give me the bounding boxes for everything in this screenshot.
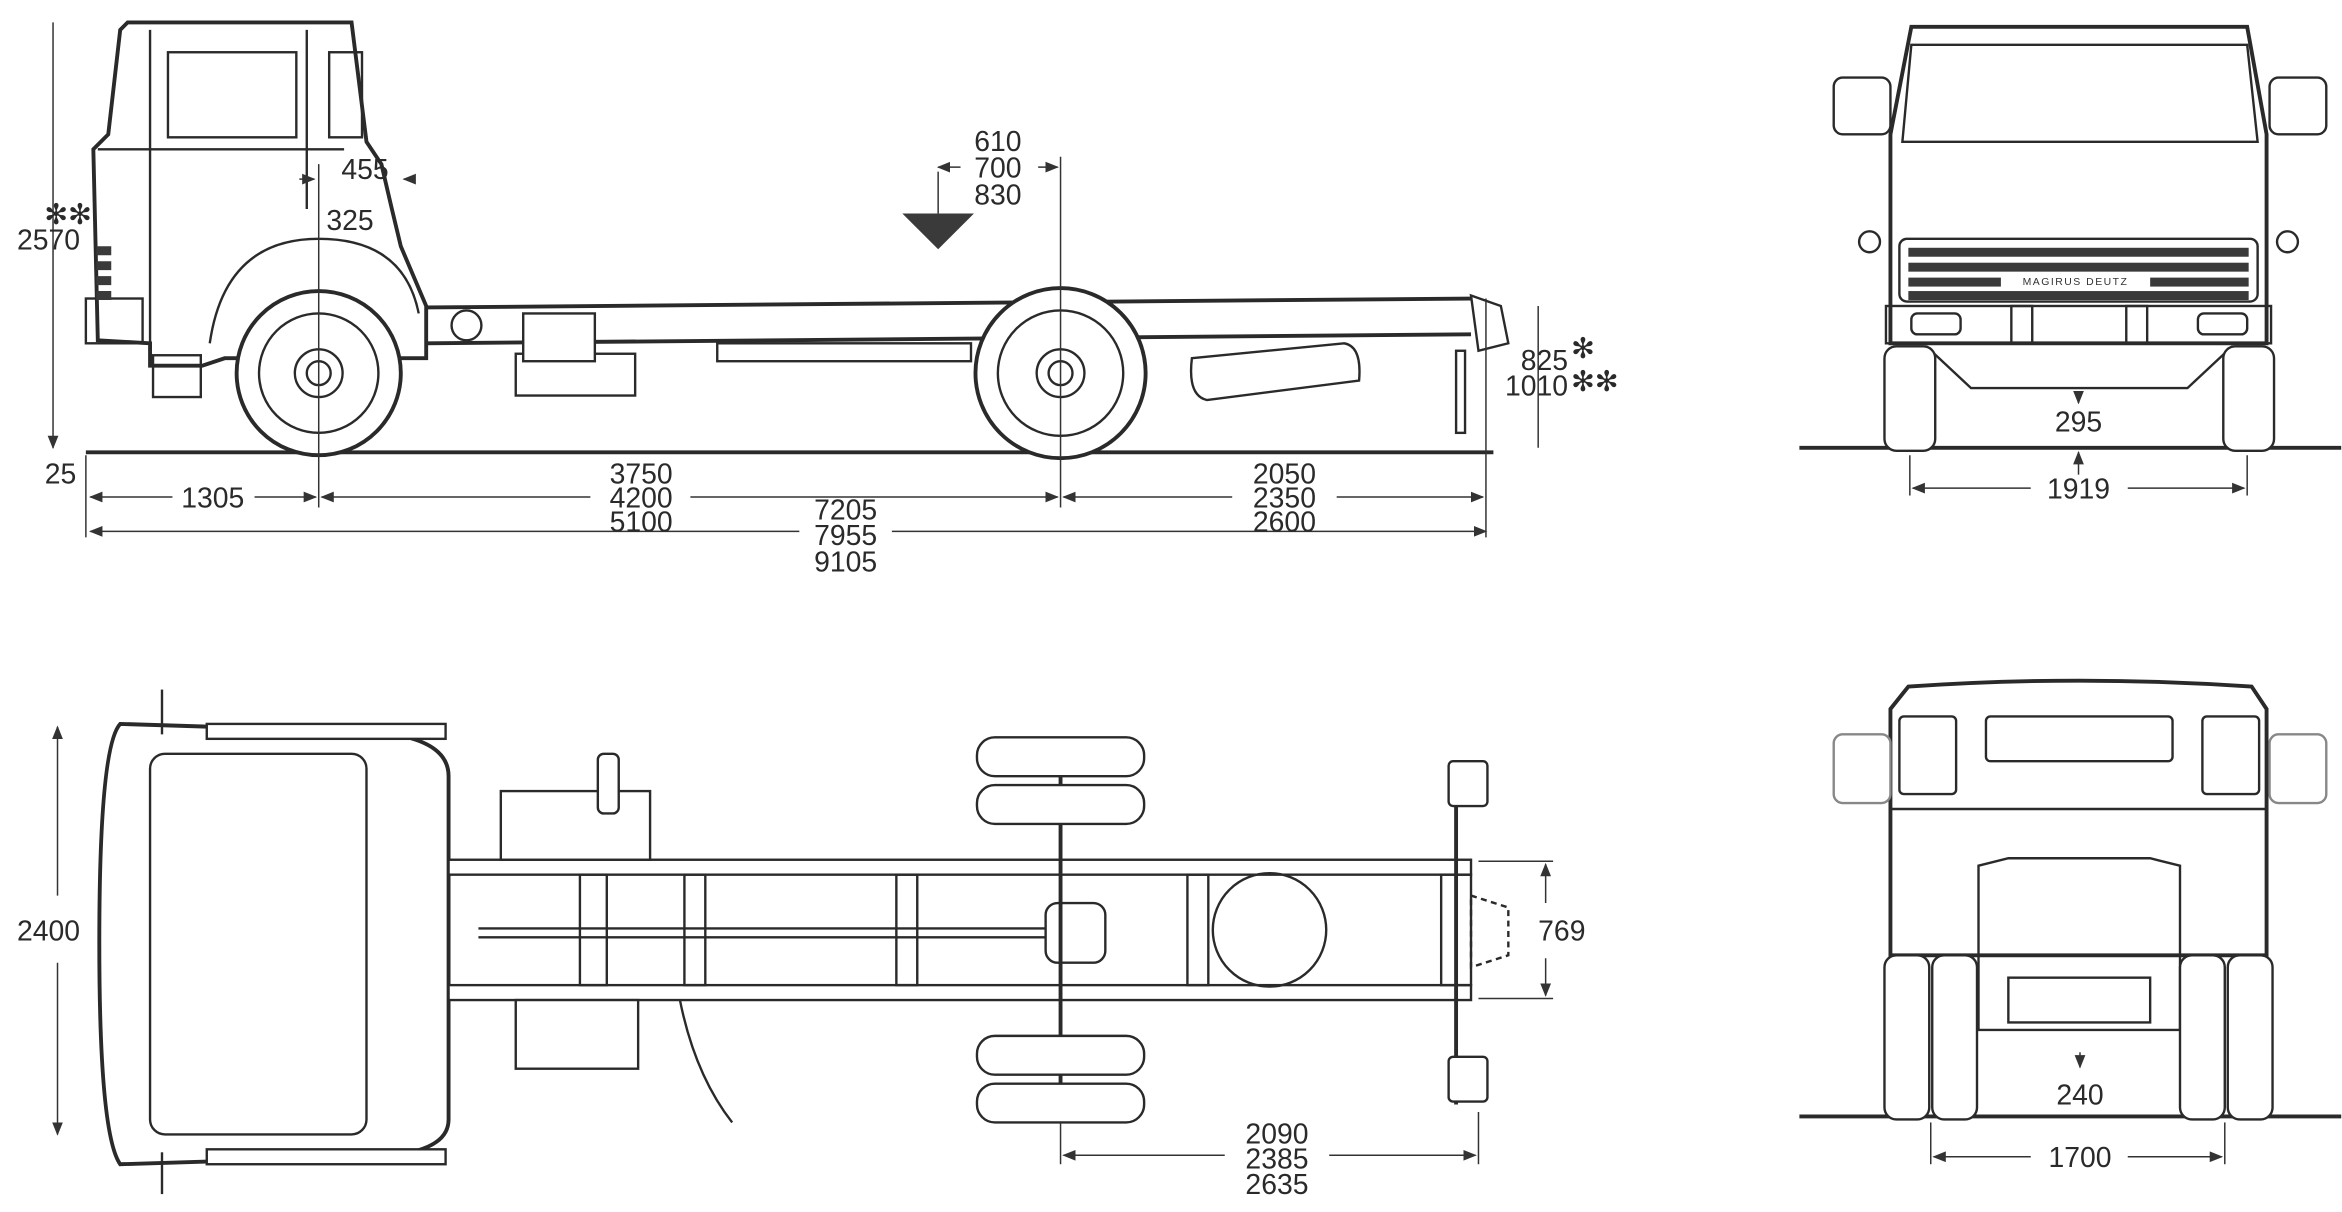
dim-cab-lower: 325	[326, 205, 373, 237]
dim-front-ground-clearance: 295	[2055, 406, 2102, 438]
cab-side	[84, 20, 429, 399]
dim-rear-overhang-1: 2050	[1253, 459, 1316, 491]
frame-height-marker-2: ✻✻	[1571, 366, 1619, 398]
dim-rear-2: 2385	[1245, 1144, 1308, 1176]
dim-ground-offset: 25	[45, 459, 77, 491]
grille: MAGIRUS DEUTZ	[1908, 247, 2249, 301]
dim-height-total: 2570	[17, 224, 80, 256]
dim-wheelbase-2: 4200	[610, 482, 673, 514]
dim-rear-overhang-2: 2350	[1253, 482, 1316, 514]
brand-logo: MAGIRUS DEUTZ	[2023, 277, 2129, 288]
dim-wheelbase-3: 5100	[610, 506, 673, 538]
dim-frame-height-1: 825	[1521, 345, 1568, 377]
dim-overall-length-2: 7955	[814, 520, 877, 552]
dim-overall-length-1: 7205	[814, 494, 877, 526]
dim-rear-3: 2635	[1245, 1169, 1308, 1201]
frame-side	[426, 293, 1510, 435]
side-view: ✻✻ 2570 25 455 325 610 700 830 1305 3750…	[17, 20, 1619, 579]
dim-overall-width: 2400	[17, 915, 80, 947]
frame-top	[447, 752, 1510, 1124]
dim-rear-1: 2090	[1245, 1118, 1308, 1150]
dim-load-offset-3: 830	[974, 179, 1021, 211]
dim-load-offset-1: 610	[974, 126, 1021, 158]
front-view: MAGIRUS DEUTZ 295 1919	[1799, 24, 2342, 506]
dim-wheelbase-1: 3750	[610, 459, 673, 491]
dim-frame-width: 769	[1538, 915, 1585, 947]
dim-front-track: 1919	[2047, 474, 2110, 506]
dim-load-offset-2: 700	[974, 153, 1021, 185]
dim-cab-upper: 455	[341, 154, 388, 186]
dim-rear-ground-clearance: 240	[2056, 1080, 2103, 1112]
load-arrow-icon	[902, 213, 974, 250]
dim-rear-track: 1700	[2048, 1142, 2111, 1174]
dim-overall-length-3: 9105	[814, 547, 877, 579]
frame-height-marker-1: ✻	[1571, 333, 1595, 365]
dim-rear-overhang-3: 2600	[1253, 506, 1316, 538]
dim-front-overhang: 1305	[181, 482, 244, 514]
rear-view: 240 1700	[1799, 678, 2342, 1174]
height-marker: ✻✻	[44, 199, 92, 231]
top-view: 2400 769 2090 2385 2635	[17, 689, 1585, 1201]
rear-axle-top	[975, 736, 1489, 1124]
dim-frame-height-2: 1010	[1505, 371, 1568, 403]
